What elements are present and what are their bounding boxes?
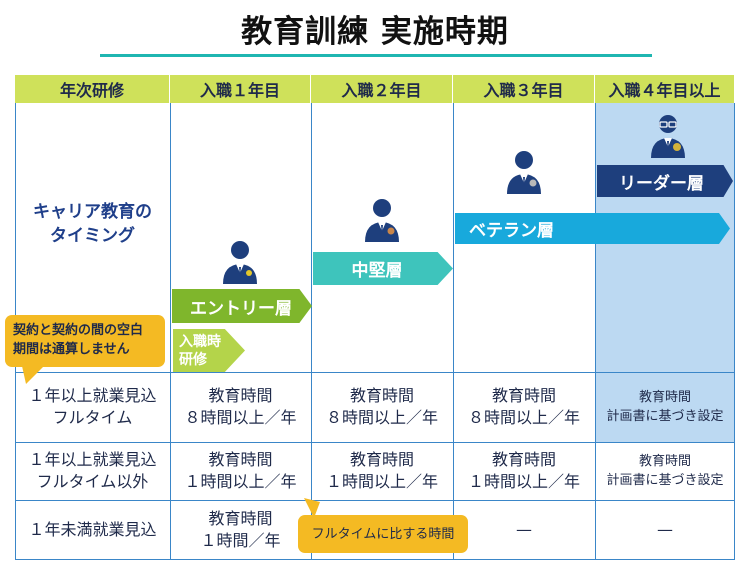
stage-mid-arrow: 中堅層 [313,252,453,285]
row-label-under-one-year: １年未満就業見込 [28,519,157,539]
header-year-2: 入職２年目 [311,75,453,103]
gap-period-callout: 契約と契約の間の空白 期間は通算しません [5,315,165,367]
cell-fulltime-year-4: 教育時間 計画書に基づき設定 [606,390,724,424]
cell-under-one-year-year-3: — [516,519,532,539]
gap-callout-pointer [22,366,44,384]
cell-non-fulltime-year-2: 教育時間 １時間以上／年 [325,450,438,491]
stage-veteran-arrow: ベテラン層 [455,213,730,244]
header-year-4-plus: 入職４年目以上 [595,75,735,103]
cell-non-fulltime-year-1: 教育時間 １時間以上／年 [184,450,297,491]
header-year-3: 入職３年目 [453,75,595,103]
person-veteran-icon [507,151,541,194]
cell-non-fulltime-year-4: 教育時間 計画書に基づき設定 [606,454,724,488]
grid-line [15,500,735,501]
header-year-1: 入職１年目 [170,75,311,103]
person-entry-icon [223,241,257,284]
cell-under-one-year-year-1: 教育時間 １時間／年 [200,508,281,550]
stage-leader-arrow: リーダー層 [597,165,733,197]
grid-line [595,103,596,560]
page-title: 教育訓練 実施時期 [241,14,509,50]
grid-line [311,103,312,560]
grid-line [15,442,735,443]
cell-under-one-year-year-4: — [657,519,673,539]
fulltime-ratio-callout: フルタイムに比する時間 [298,515,468,553]
stage-entry-arrow: エントリー層 [172,289,312,323]
career-timing-label: キャリア教育の タイミング [33,202,152,246]
grid-line [734,103,735,560]
ratio-callout-pointer [304,498,320,518]
title-underline [100,54,652,57]
cell-fulltime-year-1: 教育時間 ８時間以上／年 [184,386,297,427]
person-leader-icon [651,115,685,158]
stage-induction-arrow: 入職時 研修 [173,329,245,372]
row-label-fulltime: １年以上就業見込 フルタイム [28,386,157,427]
person-mid-icon [365,199,399,242]
header-annual-training: 年次研修 [15,75,170,103]
grid-line [453,103,454,560]
cell-fulltime-year-2: 教育時間 ８時間以上／年 [325,386,438,427]
grid-line [15,559,735,560]
training-table: 年次研修 入職１年目 入職２年目 入職３年目 入職４年目以上 キャリア教育の タ… [15,75,735,560]
cell-fulltime-year-3: 教育時間 ８時間以上／年 [467,386,580,427]
grid-line [170,103,171,560]
cell-non-fulltime-year-3: 教育時間 １時間以上／年 [467,450,580,491]
senior-column-shade [595,103,735,442]
grid-line [15,372,735,373]
row-label-non-fulltime: １年以上就業見込 フルタイム以外 [28,450,157,491]
